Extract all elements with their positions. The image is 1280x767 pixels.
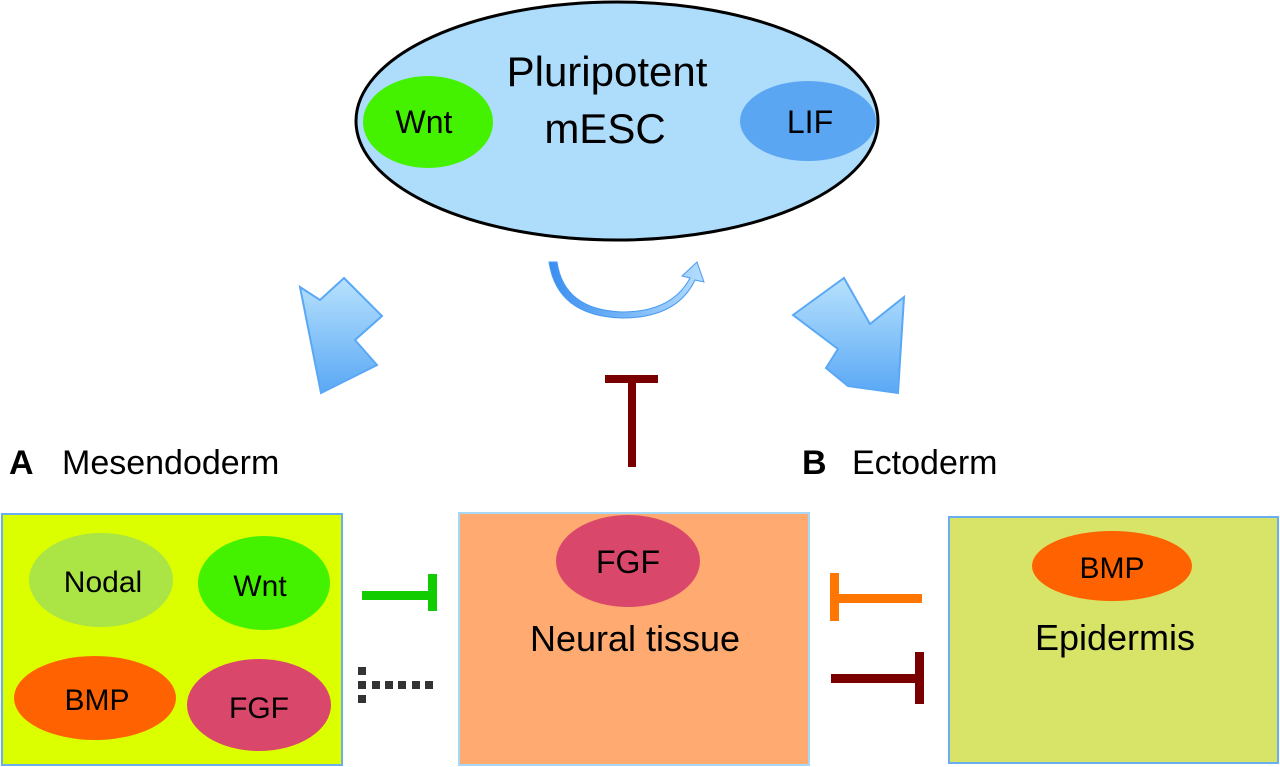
inhibition-bmp-to-neural: [830, 573, 922, 621]
inhibit-bar: [605, 375, 658, 383]
inhibition-neural-to-epidermis: [831, 652, 924, 704]
inhibit-bar: [830, 573, 839, 621]
lineage-name-mesendoderm: Mesendoderm: [62, 444, 279, 482]
wnt-factor-label: Wnt: [396, 104, 453, 140]
bmp-factor-ellipse: [1032, 531, 1192, 601]
nodal-factor-ellipse: [29, 533, 173, 627]
mesc-title: mESC: [544, 105, 665, 152]
curved-arrow-icon: [548, 261, 705, 319]
dotted-inhibit-square: [425, 681, 433, 689]
neural-tissue-title: Neural tissue: [530, 618, 740, 659]
epidermis-title: Epidermis: [1035, 617, 1195, 658]
inhibit-stem: [628, 378, 636, 467]
pluripotent-title: Pluripotent: [507, 48, 708, 95]
dotted-inhibit-square: [358, 695, 366, 703]
lineage-label-b: B Ectoderm: [802, 444, 998, 482]
bmp-factor-label: BMP: [64, 684, 129, 717]
dotted-inhibit-square: [372, 681, 380, 689]
down-left-arrow-icon: [298, 276, 384, 395]
inhibition-neural-to-mesc: [605, 375, 658, 467]
pluripotent-cell: Wnt LIF Pluripotent mESC: [354, 0, 880, 242]
inhibition-dotted-to-neural: [358, 667, 433, 703]
lif-factor-ellipse: [740, 81, 876, 161]
mesendoderm-box: Nodal Wnt BMP FGF: [1, 513, 343, 766]
dotted-inhibit-square: [412, 681, 420, 689]
bmp-factor-ellipse: [14, 656, 176, 740]
lif-factor-label: LIF: [787, 104, 833, 140]
neural-tissue-box: FGF Neural tissue: [458, 512, 810, 766]
dotted-inhibit-square: [398, 681, 406, 689]
bmp-factor-label: BMP: [1079, 552, 1144, 585]
inhibition-wnt-to-neural: [362, 574, 437, 611]
lineage-label-a: A Mesendoderm: [9, 444, 279, 482]
pluripotent-cell-body: [354, 0, 880, 242]
wnt-factor-ellipse: [198, 536, 330, 630]
inhibit-bar: [428, 574, 437, 611]
dotted-inhibit-square: [385, 681, 393, 689]
inhibit-stem: [831, 594, 922, 603]
dotted-inhibit-square: [358, 667, 366, 675]
wnt-factor-label: Wnt: [233, 570, 287, 603]
inhibit-stem: [362, 591, 430, 600]
down-right-arrow-icon: [791, 276, 906, 395]
nodal-factor-label: Nodal: [64, 566, 142, 599]
inhibit-bar: [915, 652, 924, 704]
fgf-factor-ellipse: [187, 659, 331, 751]
fgf-factor-label: FGF: [229, 692, 289, 725]
epidermis-box: BMP Epidermis: [948, 516, 1279, 764]
lineage-letter-a: A: [9, 444, 34, 482]
wnt-factor-ellipse: [363, 76, 493, 168]
inhibit-stem: [831, 674, 921, 683]
lineage-letter-b: B: [802, 444, 827, 482]
dotted-inhibit-square: [358, 681, 366, 689]
fgf-factor-ellipse: [556, 515, 700, 607]
lineage-name-ectoderm: Ectoderm: [852, 444, 998, 482]
fgf-factor-label: FGF: [596, 544, 660, 580]
